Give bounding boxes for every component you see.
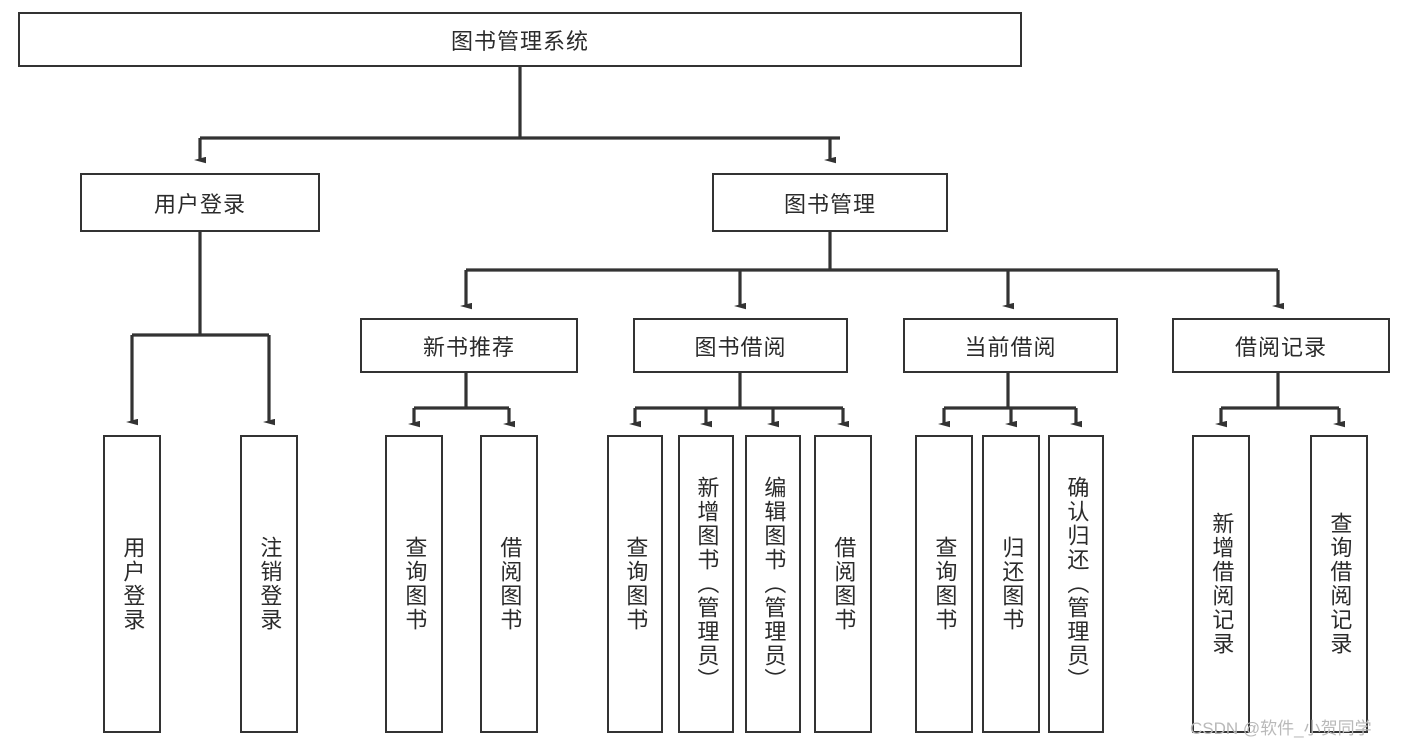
node-leaf-confirm-return-admin[interactable]: 确认归还（管理员） [1048,435,1104,733]
node-leaf-borrow-book[interactable]: 借阅图书 [814,435,872,733]
node-leaf-borrow-book-newbook[interactable]: 借阅图书 [480,435,538,733]
node-leaf-return-book[interactable]: 归还图书 [982,435,1040,733]
node-label: 借阅图书 [831,536,857,632]
node-leaf-query-book-current[interactable]: 查询图书 [915,435,973,733]
node-leaf-query-book-borrow[interactable]: 查询图书 [607,435,663,733]
node-label: 查询借阅记录 [1327,512,1353,656]
node-label: 用户登录 [120,536,146,632]
node-label: 借阅图书 [497,536,523,632]
node-leaf-user-login[interactable]: 用户登录 [103,435,161,733]
node-new-book-recommendation[interactable]: 新书推荐 [360,318,578,373]
node-label: 查询图书 [932,536,958,632]
node-book-borrowing[interactable]: 图书借阅 [633,318,848,373]
node-leaf-edit-book-admin[interactable]: 编辑图书（管理员） [745,435,801,733]
node-leaf-add-book-admin[interactable]: 新增图书（管理员） [678,435,734,733]
node-leaf-logout[interactable]: 注销登录 [240,435,298,733]
node-label: 图书管理系统 [450,28,589,54]
node-label: 查询图书 [623,536,649,632]
watermark: CSDN @软件_小贺同学 [1190,719,1372,738]
node-label: 注销登录 [257,536,283,632]
node-label: 归还图书 [999,536,1025,632]
node-book-management[interactable]: 图书管理 [712,173,948,232]
node-label: 新增图书（管理员） [694,476,720,692]
node-leaf-query-borrow-record[interactable]: 查询借阅记录 [1310,435,1368,733]
node-label: 编辑图书（管理员） [761,476,787,692]
node-label: 图书管理 [783,191,876,217]
node-user-login[interactable]: 用户登录 [80,173,320,232]
node-label: 新增借阅记录 [1209,512,1235,656]
node-leaf-add-borrow-record[interactable]: 新增借阅记录 [1192,435,1250,733]
node-book-management-system[interactable]: 图书管理系统 [18,12,1022,67]
node-label: 用户登录 [153,191,246,217]
node-borrowing-record[interactable]: 借阅记录 [1172,318,1390,373]
node-label: 新书推荐 [422,334,515,360]
node-label: 借阅记录 [1234,334,1327,360]
node-label: 图书借阅 [694,334,787,360]
node-leaf-query-book-newbook[interactable]: 查询图书 [385,435,443,733]
node-current-borrowing[interactable]: 当前借阅 [903,318,1118,373]
node-label: 查询图书 [402,536,428,632]
node-label: 确认归还（管理员） [1064,476,1090,692]
node-label: 当前借阅 [964,334,1057,360]
